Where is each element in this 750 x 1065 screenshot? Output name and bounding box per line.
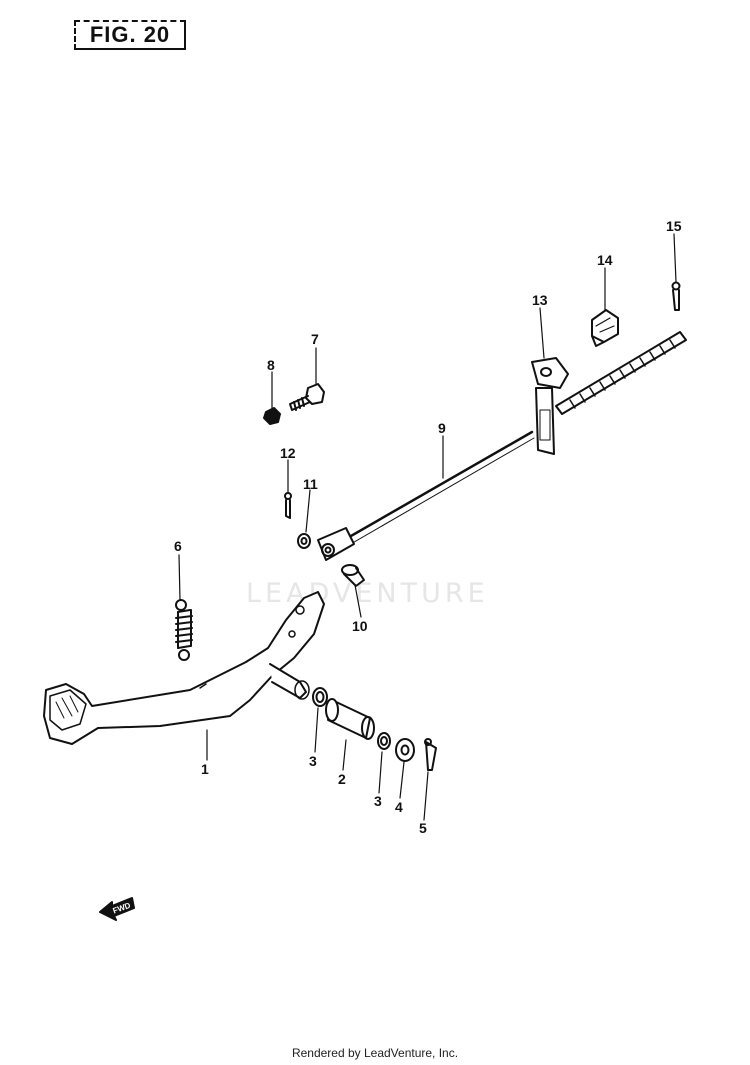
- clevis-pin: [341, 564, 365, 587]
- cotter-pin-rod: [284, 492, 292, 519]
- callout-14: 14: [597, 252, 613, 268]
- adjuster-nut: [591, 309, 619, 347]
- callout-3b: 3: [374, 793, 382, 809]
- callout-12: 12: [280, 445, 296, 461]
- callout-10: 10: [352, 618, 368, 634]
- rod-joint: [531, 357, 569, 455]
- callout-8: 8: [267, 357, 275, 373]
- pivot-bushing: [325, 698, 375, 740]
- callout-1: 1: [201, 761, 209, 777]
- brake-rod: [317, 430, 535, 561]
- callout-4: 4: [395, 799, 403, 815]
- o-ring-outer: [377, 732, 391, 750]
- small-washer: [297, 533, 311, 549]
- callout-5: 5: [419, 820, 427, 836]
- adjuster-bolt: [289, 383, 325, 411]
- callout-7: 7: [311, 331, 319, 347]
- callout-labels: 1 2 3 3 4 5 6 7 8 9 10 11 12 13 14 15: [174, 218, 682, 836]
- cotter-pin-pedal: [424, 738, 437, 771]
- figure-label: FIG. 20: [74, 20, 186, 50]
- brake-pedal: [43, 591, 325, 745]
- callout-9: 9: [438, 420, 446, 436]
- callout-11: 11: [303, 476, 318, 492]
- callout-6: 6: [174, 538, 182, 554]
- leader-lines: [178, 233, 677, 821]
- callout-15: 15: [666, 218, 682, 234]
- callout-3a: 3: [309, 753, 317, 769]
- footer-credit: Rendered by LeadVenture, Inc.: [291, 1046, 459, 1060]
- watermark: LEADVENTURE: [246, 578, 489, 609]
- forward-arrow-icon: [99, 897, 135, 921]
- threaded-rod-end: [555, 331, 687, 415]
- hex-nut: [263, 407, 281, 425]
- o-ring-inner: [312, 687, 328, 707]
- flat-washer: [395, 738, 415, 762]
- callout-2: 2: [338, 771, 346, 787]
- callout-13: 13: [532, 292, 548, 308]
- cotter-pin-adjuster: [671, 281, 681, 311]
- return-spring: [175, 599, 193, 661]
